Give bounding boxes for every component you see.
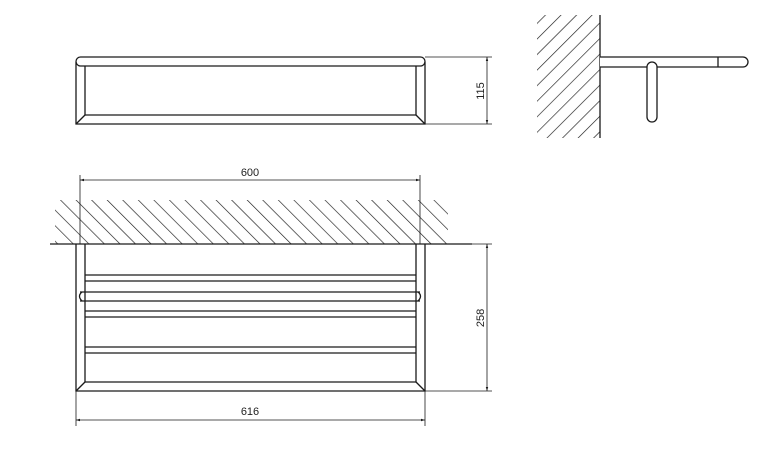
side-view [537,15,749,138]
side-towel-bar [646,61,658,123]
front-frame-inner [84,66,417,116]
top-frame-outer [75,244,426,392]
front-top-rail [75,56,426,67]
top-view [50,175,492,426]
dimension-label-600: 600 [241,167,259,179]
wall-hatch-top [55,200,448,244]
side-shelf-bar [600,56,749,68]
wall-hatch-side [537,15,600,138]
front-frame-outer [75,62,426,125]
dimension-label-616: 616 [241,406,259,418]
front-view [75,56,492,125]
dimension-label-115: 115 [475,82,487,100]
dimension-label-258: 258 [475,309,487,327]
top-frame-inner [84,244,417,383]
